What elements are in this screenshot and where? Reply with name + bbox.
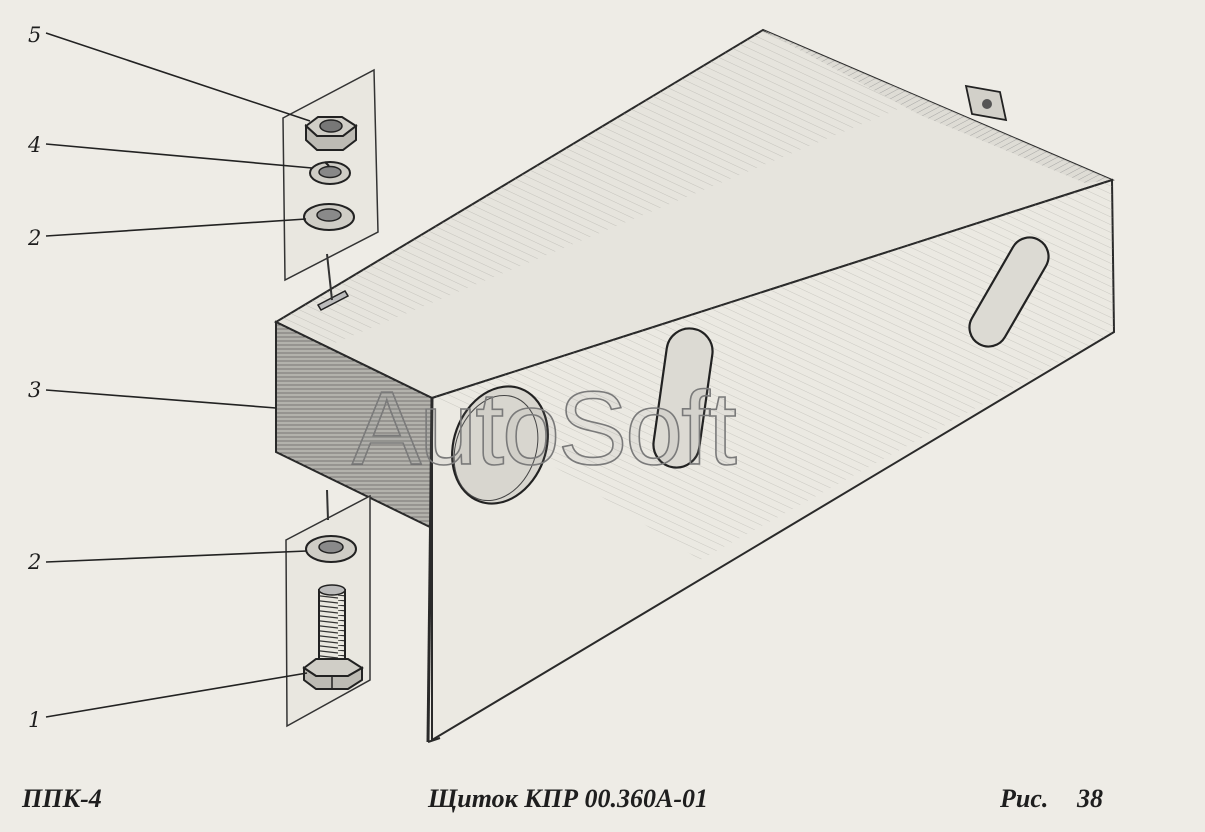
bracket-round-hole: [451, 385, 549, 505]
leader-lines: [45, 32, 313, 718]
bolt: [302, 584, 364, 690]
leader-line-2-lower: [45, 550, 308, 563]
bracket-top-slot: [316, 290, 350, 311]
callout-numbers: 5 4 2 3 2 1: [27, 23, 41, 732]
bracket-top-plate-shading: [276, 30, 920, 345]
callout-number-2-lower: 2: [27, 550, 41, 574]
bracket-front-plate-shading: [432, 180, 1114, 560]
callout-number-3: 3: [28, 378, 41, 402]
lower-stud-line: [326, 489, 329, 521]
watermark-text: AutoSoft: [352, 371, 737, 487]
bracket: [273, 28, 1116, 743]
bracket-middle-slot: [652, 327, 714, 469]
bracket-front-edge: [426, 397, 434, 743]
flat-washer-upper: [303, 203, 355, 231]
leader-line-4: [45, 143, 313, 169]
bracket-right-slot: [968, 236, 1050, 348]
lower-fastener-panel: [285, 489, 371, 728]
leader-line-3: [45, 389, 277, 409]
callout-number-1: 1: [28, 708, 41, 732]
callout-number-5: 5: [28, 23, 41, 47]
bracket-top-ridge-shading: [763, 30, 1112, 183]
footer-model-code: ППК-4: [22, 784, 102, 813]
leader-line-5: [45, 32, 311, 122]
footer-figure-label: Рис.: [1000, 784, 1049, 813]
bracket-front-bottom-edge: [427, 737, 441, 743]
upper-stud-line: [326, 253, 333, 301]
flat-washer-lower: [305, 535, 357, 563]
callout-number-4: 4: [27, 133, 41, 157]
leader-line-2-upper: [45, 218, 307, 237]
bracket-round-hole-inner: [453, 394, 539, 502]
spring-washer: [309, 161, 351, 185]
leader-line-1: [45, 672, 308, 718]
footer-figure-number: 38: [1077, 784, 1103, 813]
upper-fastener-panel: [282, 68, 379, 301]
bracket-top-tab-hole: [982, 99, 992, 109]
footer-drawing-title: Щиток КПР 00.360А-01: [428, 784, 709, 813]
callout-number-2-upper: 2: [27, 226, 41, 250]
nut: [304, 116, 358, 151]
